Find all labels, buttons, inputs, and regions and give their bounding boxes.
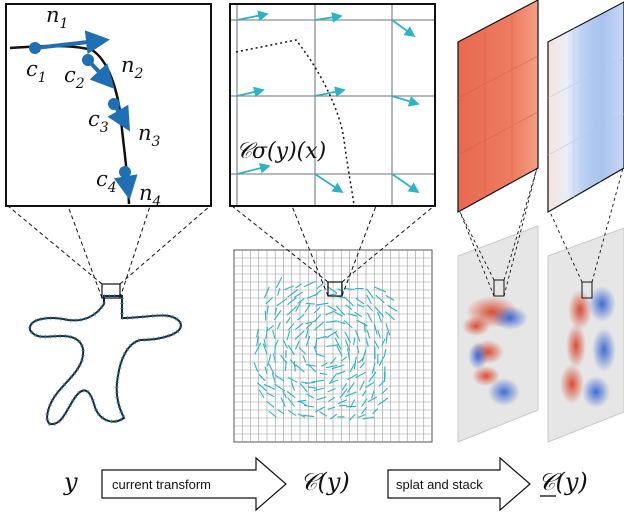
label-n2: n2	[121, 53, 144, 82]
normal-arrow-n2	[86, 58, 115, 89]
normal-arrow-n1	[34, 30, 110, 55]
y-label: y	[63, 468, 78, 496]
label-c2: c2	[64, 63, 85, 92]
vector-field-grid	[231, 205, 435, 443]
contour-dotted	[235, 39, 355, 206]
c-of-y-label: 𝒞(y)	[300, 468, 350, 496]
splat-arrow-shape	[387, 456, 531, 512]
bottom-row: y current transform 𝒞(y) splat and stack…	[63, 456, 588, 512]
label-c1: c1	[26, 57, 47, 86]
splat-label: splat and stack	[396, 477, 483, 492]
transform-arrow-shape	[101, 456, 287, 512]
zoom-panel-middle: 𝒞σ(y)(x)	[229, 3, 436, 207]
label-n4: n4	[139, 181, 161, 210]
channel-sheet-red	[457, 0, 539, 214]
label-n3: n3	[138, 121, 161, 150]
zoom-box-middle	[327, 281, 343, 297]
stacked-channels	[457, 0, 624, 443]
normal-arrow-n4	[113, 171, 138, 200]
c-sigma-label: 𝒞σ(y)(x)	[236, 139, 326, 164]
normal-arrow-n3	[107, 102, 131, 132]
transform-label: current transform	[112, 477, 211, 492]
zoom-box-left	[101, 283, 121, 299]
zoom-panel-left: n1 c1 c2 n2 c3 n3 c4 n4	[5, 3, 212, 210]
label-c4: c4	[96, 167, 117, 196]
channel-sheet-mixed	[547, 1, 624, 214]
label-n1: n1	[46, 3, 68, 32]
c-stack-label: 𝒞(y)	[538, 468, 588, 496]
label-c3: c3	[88, 107, 109, 136]
figure-contour	[7, 205, 211, 427]
